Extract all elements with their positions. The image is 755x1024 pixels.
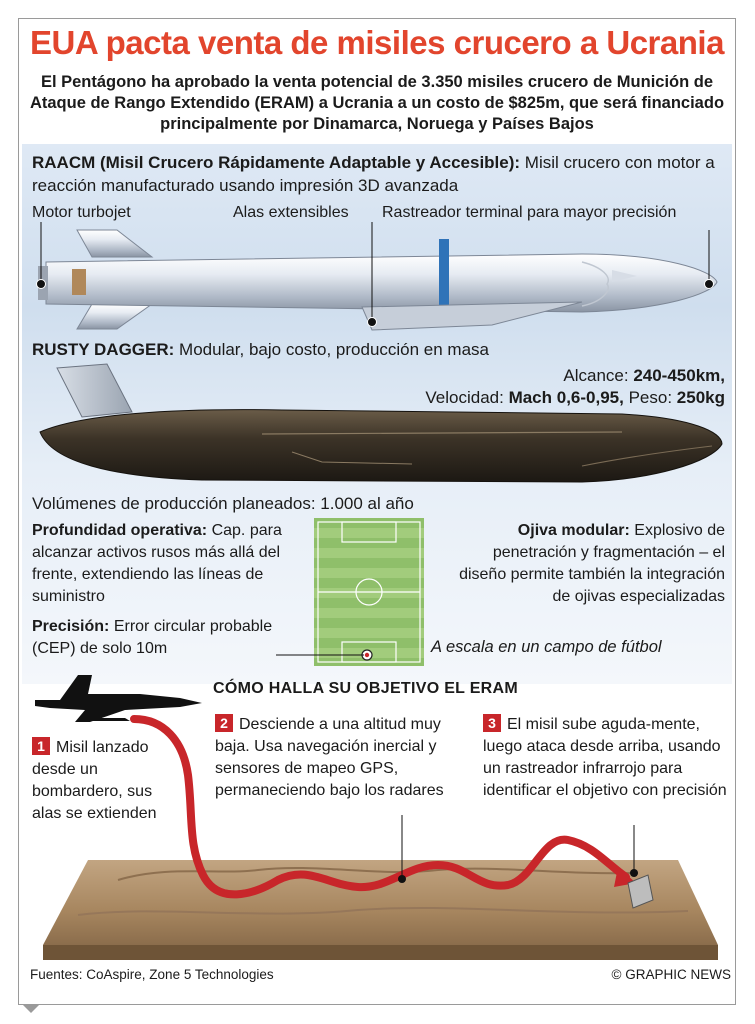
rusty-description: Modular, bajo costo, producción en masa [179,340,490,359]
alcance-label: Alcance: [563,366,629,385]
footer-sources: Fuentes: CoAspire, Zone 5 Technologies [30,967,274,982]
step-3-text: El misil sube aguda-mente, luego ataca d… [483,716,727,799]
page-title: EUA pacta venta de misiles crucero a Ucr… [30,24,724,61]
precision-text: Error circular probable (CEP) de solo 10… [32,618,273,657]
step-1-number: 1 [32,737,50,755]
football-field-illustration [314,518,424,666]
rusty-heading: RUSTY DAGGER: Modular, bajo costo, produ… [32,340,489,360]
profundidad-label: Profundidad operativa: [32,522,208,539]
raacm-heading: RAACM (Misil Crucero Rápidamente Adaptab… [32,151,732,197]
alcance-value: 240-450km, [633,366,725,385]
howto-title: CÓMO HALLA SU OBJETIVO EL ERAM [213,680,519,697]
rusty-dagger-illustration [39,363,723,483]
raacm-description: Misil crucero con motor a reacción manuf… [32,153,715,195]
precision-pointer-line [276,654,364,656]
raacm-missile-illustration [36,222,718,331]
ojiva-block: Ojiva modular: Explosivo de penetración … [455,520,725,608]
ojiva-text: Explosivo de penetración y fragmentación… [459,522,725,605]
page-subtitle: El Pentágono ha aprobado la venta potenc… [29,73,725,133]
raacm-name: RAACM (Misil Crucero Rápidamente Adaptab… [32,153,521,172]
terrain-flight-path [43,715,718,960]
peso-label: Peso: [628,388,673,407]
rusty-alcance: Alcance: 240-450km, [563,366,725,386]
production-volume: Volúmenes de producción planeados: 1.000… [32,494,414,513]
precision-block: Precisión: Error circular probable (CEP)… [32,616,292,660]
step-2-number: 2 [215,714,233,732]
label-rastreador: Rastreador terminal para mayor precisión [382,204,677,221]
step-3-number: 3 [483,714,501,732]
label-motor: Motor turbojet [32,204,131,221]
rusty-name: RUSTY DAGGER: [32,340,175,359]
peso-value: 250kg [676,388,725,407]
velocidad-label: Velocidad: [425,388,504,407]
footer-credit: © GRAPHIC NEWS [611,967,731,982]
step-2-text: Desciende a una altitud muy baja. Usa na… [215,716,444,799]
rusty-velocidad-peso: Velocidad: Mach 0,6-0,95, Peso: 250kg [425,388,725,408]
label-alas: Alas extensibles [233,204,349,221]
precision-label: Precisión: [32,618,110,635]
step-1-text: Misil lanzado desde un bombardero, sus a… [32,739,157,822]
ojiva-label: Ojiva modular: [517,522,630,539]
velocidad-value: Mach 0,6-0,95, [508,388,624,407]
bomber-silhouette [35,675,202,722]
frame-corner [22,1004,40,1013]
page-frame [18,18,736,1005]
field-caption: A escala en un campo de fútbol [431,638,662,656]
profundidad-block: Profundidad operativa: Cap. para alcanza… [32,520,312,608]
profundidad-text: Cap. para alcanzar activos rusos más all… [32,522,282,605]
